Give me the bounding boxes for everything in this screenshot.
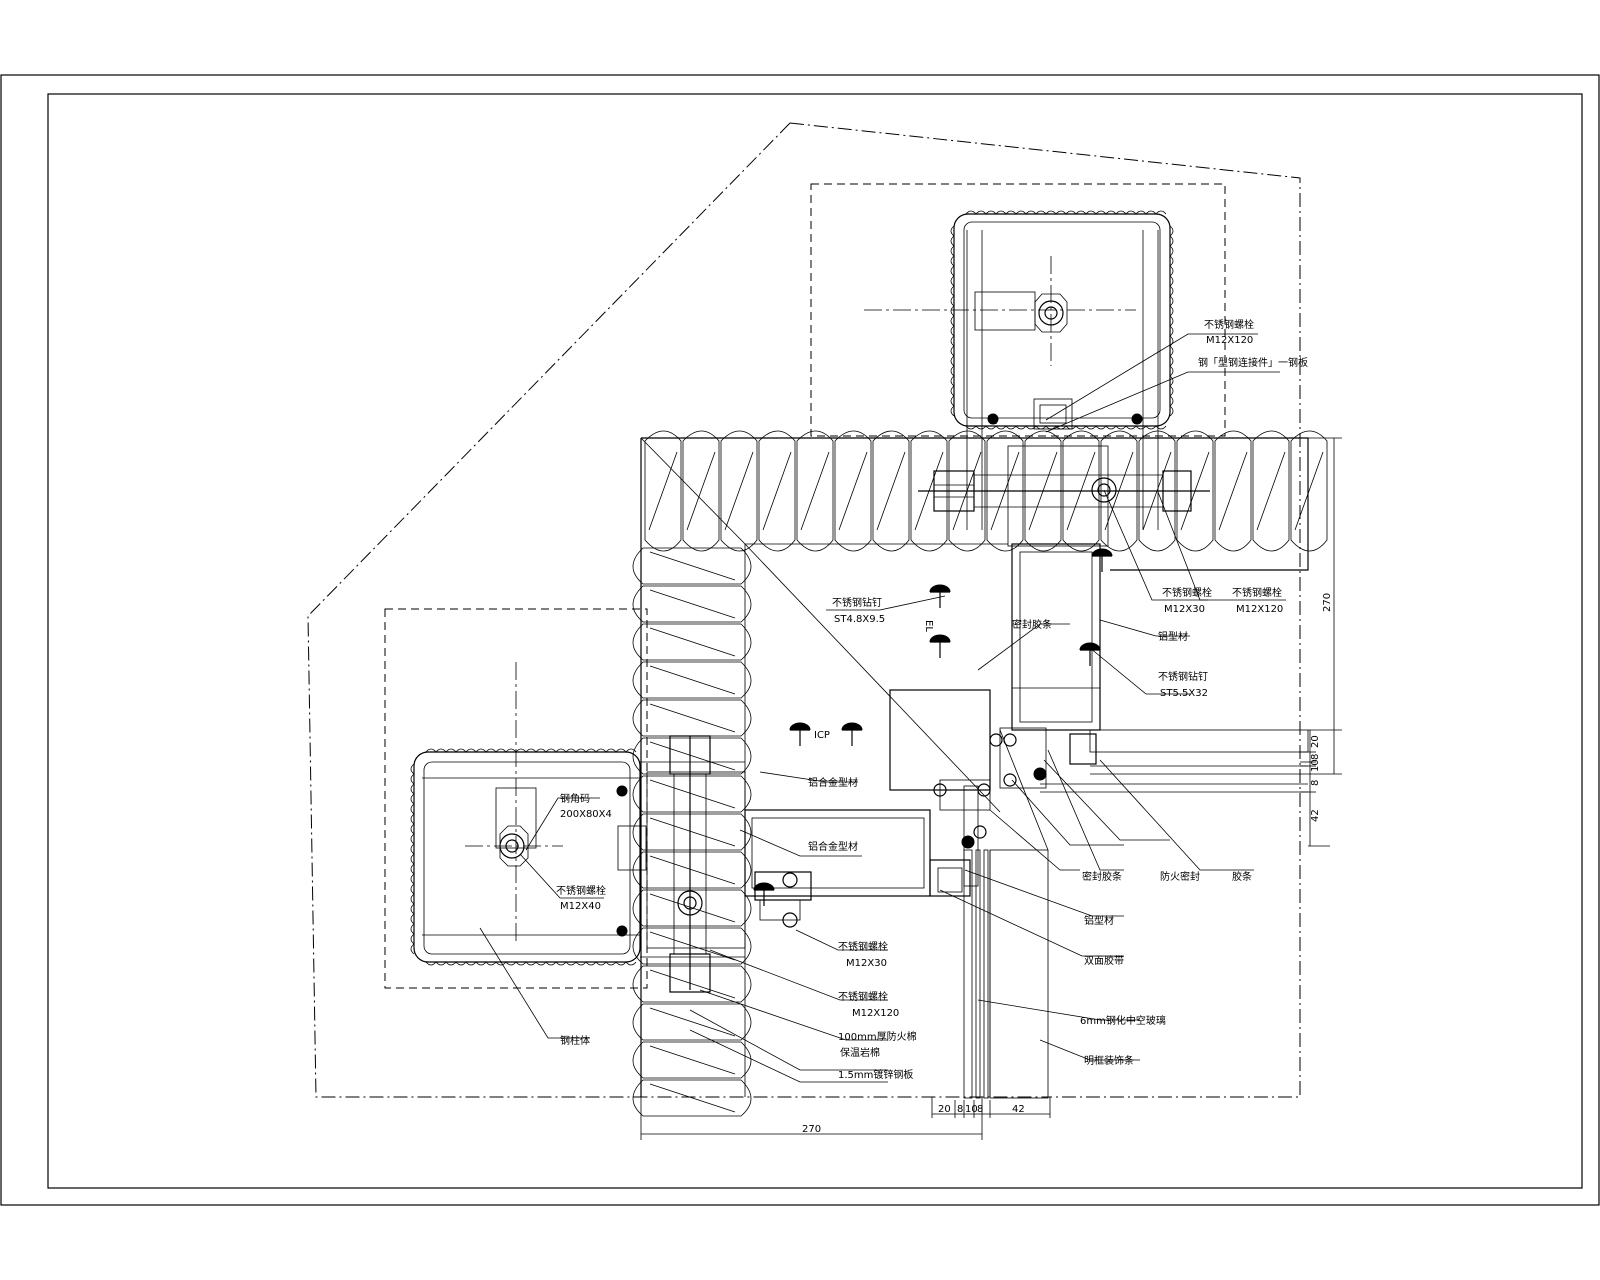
left-bolt-assembly bbox=[617, 735, 746, 993]
label-spacer: ICP bbox=[814, 730, 830, 741]
leader-lines bbox=[479, 333, 1286, 1083]
label-bottom-cover: 明框装饰条 bbox=[1084, 1054, 1134, 1067]
steel-tube-top bbox=[864, 210, 1174, 530]
insulation-panel bbox=[632, 430, 1328, 1117]
label-screw-left-1-spec: ST4.8X9.5 bbox=[834, 614, 885, 625]
dim-right-d1: 20 bbox=[1310, 735, 1321, 748]
label-screw-right-1: 不锈钢钻钉 bbox=[1158, 670, 1208, 683]
label-seal-strip-b: 防火密封 bbox=[1160, 870, 1200, 883]
label-bolt-left-1: 不锈钢螺栓 bbox=[556, 884, 606, 897]
label-screw-right-1-spec: ST5.5X32 bbox=[1160, 688, 1208, 699]
label-corner-mark: EL bbox=[923, 620, 934, 632]
label-glue-left-2: 铝合金型材 bbox=[808, 840, 858, 853]
dim-bottom-d4: 8 bbox=[977, 1104, 983, 1115]
screws bbox=[753, 548, 1113, 906]
dim-bottom-horizontal: 270 bbox=[802, 1124, 821, 1135]
label-screw-left-1: 不锈钢钻钉 bbox=[832, 596, 882, 609]
aluminium-mullion-right bbox=[989, 543, 1309, 793]
top-bolt-assembly bbox=[918, 445, 1210, 547]
dim-right-d2: 8 bbox=[1310, 754, 1321, 760]
dim-right-d5: 42 bbox=[1310, 809, 1321, 822]
dimension-bottom bbox=[640, 1097, 1051, 1140]
label-glue-strip-1: 密封胶条 bbox=[1012, 618, 1052, 631]
label-bolt-right-1: 不锈钢螺栓 bbox=[1162, 586, 1212, 599]
label-seal-strip-a: 密封胶条 bbox=[1082, 870, 1122, 883]
label-glue-left-1: 铝合金型材 bbox=[808, 776, 858, 789]
label-aluminum-right: 铝型材 bbox=[1158, 630, 1188, 643]
steel-tube-left bbox=[410, 662, 641, 966]
dim-bottom-d5: 42 bbox=[1012, 1104, 1025, 1115]
left-column-zone bbox=[384, 608, 648, 989]
label-insulation-2: 保温岩棉 bbox=[840, 1046, 880, 1059]
label-steel-sheet: 1.5mm镀锌钢板 bbox=[838, 1068, 913, 1081]
label-gasket-bottom: 双面胶带 bbox=[1084, 954, 1124, 967]
label-top-bolt-1-spec: M12X120 bbox=[1206, 335, 1253, 346]
section-boundary-left bbox=[307, 122, 1050, 1098]
inner-frame bbox=[47, 93, 1583, 1189]
label-insulation-1: 100mm厚防火棉 bbox=[838, 1030, 917, 1043]
label-bracket-left-spec: 200X80X4 bbox=[560, 809, 612, 820]
label-bracket-left: 钢角码 bbox=[560, 792, 590, 805]
section-boundary-right bbox=[789, 122, 1301, 1098]
dim-right-d4: 8 bbox=[1310, 780, 1321, 786]
label-glass-spec: 6mm钢化中空玻璃 bbox=[1080, 1014, 1166, 1027]
label-bolt-bottom-2-spec: M12X120 bbox=[852, 1008, 899, 1019]
label-bolt-right-2-spec: M12X120 bbox=[1236, 604, 1283, 615]
label-bolt-right-1-spec: M12X30 bbox=[1164, 604, 1205, 615]
label-top-plate: 钢「型钢连接件」一钢板 bbox=[1198, 356, 1308, 369]
aluminium-transom-center bbox=[744, 689, 1049, 1099]
label-bolt-bottom-1-spec: M12X30 bbox=[846, 958, 887, 969]
label-steel-column: 钢柱体 bbox=[560, 1034, 590, 1047]
dimension-right bbox=[1300, 437, 1342, 847]
label-aluminum-bottom: 铝型材 bbox=[1084, 914, 1114, 927]
dim-bottom-d3: 10 bbox=[965, 1104, 978, 1115]
label-bolt-left-1-spec: M12X40 bbox=[560, 901, 601, 912]
outer-frame bbox=[0, 74, 1600, 1206]
label-top-bolt-1: 不锈钢螺栓 bbox=[1204, 318, 1254, 331]
dim-bottom-d1: 20 bbox=[938, 1104, 951, 1115]
label-bolt-bottom-2: 不锈钢螺栓 bbox=[838, 990, 888, 1003]
label-bolt-right-2: 不锈钢螺栓 bbox=[1232, 586, 1282, 599]
dim-right-d3: 10 bbox=[1310, 759, 1321, 772]
label-seal-strip-c: 胶条 bbox=[1232, 870, 1252, 883]
dim-bottom-d2: 8 bbox=[957, 1104, 963, 1115]
label-bolt-bottom-1: 不锈钢螺栓 bbox=[838, 940, 888, 953]
dim-right-vertical: 270 bbox=[1322, 593, 1333, 612]
